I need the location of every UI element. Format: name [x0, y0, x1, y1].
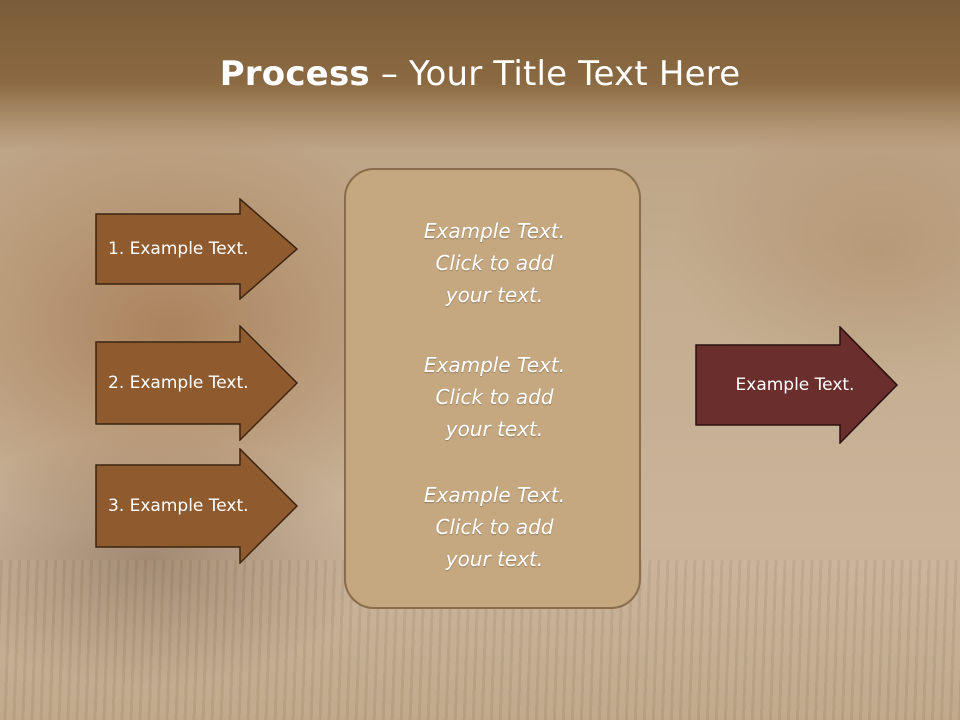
arrow-shape-icon: [695, 326, 899, 444]
center-item-3[interactable]: Example Text. Click to add your text.: [346, 479, 643, 575]
arrow-shape-icon: [95, 448, 299, 564]
center-item-2-line2: Click to add: [435, 385, 554, 409]
right-arrow-label: Example Text.: [735, 375, 855, 395]
center-item-1-line1: Example Text.: [423, 219, 566, 243]
left-arrow-1-label: 1. Example Text.: [108, 239, 249, 259]
slide-title[interactable]: Process – Your Title Text Here: [0, 52, 960, 96]
left-arrow-3-label: 3. Example Text.: [108, 496, 249, 516]
title-bar: Process – Your Title Text Here: [0, 0, 960, 150]
center-item-2[interactable]: Example Text. Click to add your text.: [346, 349, 643, 445]
arrow-shape-icon: [95, 198, 299, 300]
center-item-1[interactable]: Example Text. Click to add your text.: [346, 215, 643, 311]
title-bold: Process: [219, 54, 370, 94]
arrow-shape-icon: [95, 325, 299, 441]
center-item-3-line3: your text.: [445, 547, 544, 571]
left-arrow-3[interactable]: 3. Example Text.: [95, 448, 299, 564]
center-item-2-line1: Example Text.: [423, 353, 566, 377]
right-arrow[interactable]: Example Text.: [695, 326, 899, 444]
center-item-3-line2: Click to add: [435, 515, 554, 539]
left-arrow-2-label: 2. Example Text.: [108, 373, 249, 393]
center-item-1-line2: Click to add: [435, 251, 554, 275]
center-item-2-line3: your text.: [445, 417, 544, 441]
center-item-1-line3: your text.: [445, 283, 544, 307]
left-arrow-1[interactable]: 1. Example Text.: [95, 198, 299, 300]
center-text-box[interactable]: Example Text. Click to add your text. Ex…: [344, 168, 641, 609]
left-arrow-2[interactable]: 2. Example Text.: [95, 325, 299, 441]
center-item-3-line1: Example Text.: [423, 483, 566, 507]
title-rest: – Your Title Text Here: [369, 54, 741, 94]
